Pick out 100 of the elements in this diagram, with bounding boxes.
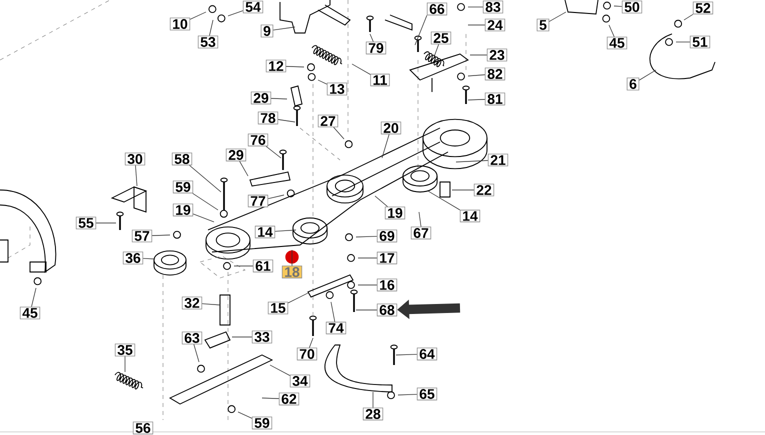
callout-number: 79 — [366, 42, 386, 54]
callout-number: 57 — [132, 230, 152, 242]
leader-line — [398, 394, 418, 396]
callout-number: 14 — [254, 226, 276, 238]
leader-line — [309, 338, 314, 348]
callout-number: 14 — [460, 210, 480, 222]
leader-line — [468, 99, 486, 100]
callout-number: 22 — [474, 184, 494, 196]
leader-line — [202, 303, 220, 306]
leader-line — [418, 212, 422, 227]
callout-number: 64 — [416, 348, 438, 360]
callout-number: 66 — [426, 2, 448, 16]
leader-line — [468, 6, 484, 8]
leader-line — [548, 12, 566, 22]
leader-line — [238, 412, 252, 419]
leader-line — [262, 398, 280, 399]
callout-number: 70 — [296, 348, 318, 360]
leader-line — [382, 134, 390, 158]
leader-line — [266, 146, 282, 158]
leader-line — [270, 98, 288, 100]
callout-number: 27 — [318, 114, 338, 128]
leader-line — [194, 344, 200, 362]
leader-line — [468, 74, 486, 76]
callout-number: 11 — [370, 74, 390, 86]
callout-number: 32 — [182, 296, 202, 310]
callout-number: 18 — [282, 266, 302, 278]
callout-number: 19 — [384, 206, 406, 220]
callout-number: 51 — [690, 36, 710, 48]
leader-line — [372, 392, 374, 408]
leader-line — [274, 230, 296, 232]
leader-line — [286, 66, 304, 68]
leader-line — [434, 44, 439, 58]
callout-number: 15 — [268, 302, 288, 314]
leader-line — [608, 24, 615, 38]
leader-line — [470, 54, 488, 56]
leader-line — [152, 234, 170, 236]
callout-number: 33 — [252, 330, 272, 344]
leader-line — [428, 190, 460, 210]
callout-number: 34 — [290, 374, 310, 388]
callout-number: 30 — [124, 152, 146, 166]
callout-number: 82 — [484, 68, 506, 80]
leader-line — [330, 302, 336, 322]
callout-number: 61 — [252, 260, 274, 272]
leader-line — [192, 214, 214, 222]
leader-line — [468, 24, 486, 26]
leader-line — [239, 161, 248, 176]
leader-line — [270, 364, 290, 376]
callout-number: 16 — [376, 278, 398, 292]
leader-line — [358, 284, 378, 286]
callout-number: 36 — [122, 252, 144, 264]
callout-number: 53 — [198, 36, 218, 48]
callout-number: 10 — [170, 18, 190, 30]
leader-line — [192, 193, 218, 210]
leader-line — [356, 236, 378, 238]
callout-number: 65 — [416, 388, 438, 400]
callout-number: 28 — [362, 408, 384, 420]
callout-number: 35 — [114, 344, 136, 356]
leader-line — [124, 356, 126, 372]
callout-number: 45 — [606, 36, 628, 50]
callout-number: 6 — [626, 78, 640, 90]
callout-number: 62 — [278, 392, 300, 406]
leader-line — [684, 14, 694, 20]
leader-line — [374, 196, 388, 207]
callout-number: 81 — [484, 92, 506, 106]
leader-line — [370, 34, 374, 42]
leader-line — [209, 20, 214, 36]
callout-number: 56 — [132, 422, 154, 434]
callout-number: 59 — [252, 416, 272, 430]
leader-line — [190, 12, 206, 20]
callout-number: 9 — [260, 24, 274, 38]
callout-number: 29 — [250, 92, 272, 104]
leader-line — [189, 165, 222, 192]
callout-number: 83 — [482, 0, 504, 14]
callout-number: 25 — [430, 32, 452, 44]
leader-line — [614, 6, 622, 7]
leader-line — [288, 292, 308, 304]
leader-line — [396, 354, 418, 356]
callout-number: 67 — [410, 226, 432, 240]
callout-number: 17 — [376, 252, 398, 264]
callout-number: 76 — [248, 134, 268, 146]
callout-number: 13 — [326, 82, 348, 96]
leader-line — [352, 64, 371, 75]
leader-line — [318, 80, 328, 85]
callout-number: 19 — [172, 204, 194, 216]
leader-line — [272, 26, 296, 30]
callout-number: 68 — [376, 304, 398, 316]
callout-number: 20 — [380, 122, 402, 134]
callout-number: 78 — [258, 112, 278, 124]
leader-line — [96, 222, 116, 224]
callout-number: 24 — [484, 18, 506, 32]
leader-line — [232, 336, 252, 338]
leader-line — [268, 194, 284, 199]
leader-line — [135, 165, 138, 186]
callout-number: 52 — [692, 2, 714, 14]
callout-number: 54 — [242, 0, 264, 14]
leader-line — [142, 258, 156, 260]
callout-number: 29 — [226, 148, 246, 162]
callout-number: 59 — [172, 180, 194, 194]
leader-line — [278, 119, 296, 122]
callout-number: 5 — [536, 18, 550, 32]
